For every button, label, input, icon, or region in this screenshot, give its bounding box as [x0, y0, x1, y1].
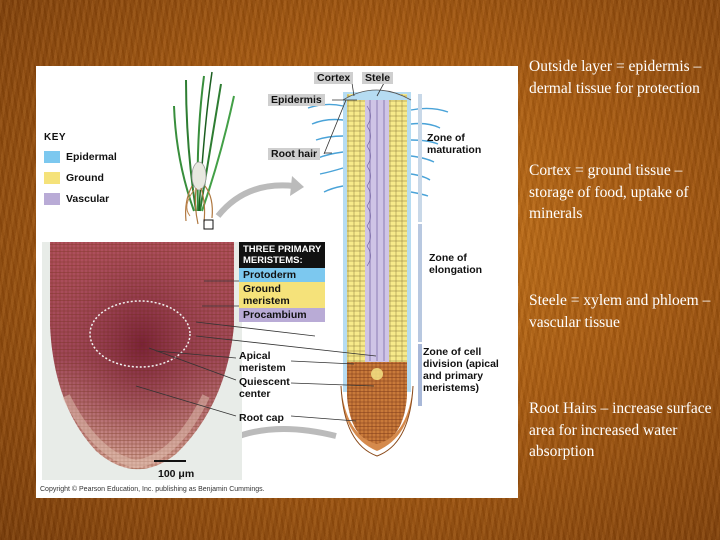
- note-cortex: Cortex = ground tissue – storage of food…: [529, 162, 689, 222]
- root-tip-micrograph: [42, 242, 242, 480]
- key-title: KEY: [44, 132, 67, 143]
- arrow-bottom: [232, 425, 337, 441]
- swatch-vascular: [44, 193, 60, 205]
- key-label-epidermal: Epidermal: [66, 151, 117, 163]
- copyright-text: Copyright © Pearson Education, Inc. publ…: [40, 486, 265, 493]
- root-diagram-figure: Cortex Stele Epidermis Root hair Zone of…: [36, 66, 518, 498]
- label-apical-meristem: Apical meristem: [239, 350, 286, 374]
- key-label-vascular: Vascular: [66, 193, 110, 205]
- label-root-hair: Root hair: [268, 148, 321, 160]
- meristem-ground: Ground meristem: [239, 282, 325, 308]
- key-row-ground: Ground: [44, 171, 104, 185]
- label-quiescent-center: Quiescent center: [239, 376, 290, 400]
- label-epidermis: Epidermis: [268, 94, 325, 106]
- label-stele: Stele: [362, 72, 394, 84]
- root-hairs: [307, 103, 449, 197]
- swatch-epidermal: [44, 151, 60, 163]
- arrow-top: [215, 182, 295, 218]
- note-epidermis: Outside layer = epidermis – dermal tissu…: [529, 58, 702, 97]
- meristem-protoderm: Protoderm: [239, 268, 325, 282]
- primary-meristems-box: THREE PRIMARY MERISTEMS: Protoderm Groun…: [239, 242, 325, 322]
- label-cortex: Cortex: [314, 72, 354, 84]
- key-row-epidermal: Epidermal: [44, 150, 117, 164]
- scale-bar-label: 100 μm: [158, 468, 195, 480]
- label-zone-elongation: Zone of elongation: [429, 252, 483, 276]
- note-stele: Steele = xylem and phloem – vascular tis…: [529, 292, 711, 331]
- swatch-ground: [44, 172, 60, 184]
- meristem-procambium: Procambium: [239, 308, 325, 322]
- label-zone-cell-division: Zone of cell division (apical and primar…: [423, 346, 499, 394]
- note-root-hairs: Root Hairs – increase surface area for i…: [529, 400, 712, 460]
- key-row-vascular: Vascular: [44, 192, 109, 206]
- label-root-cap: Root cap: [239, 412, 284, 424]
- meristems-title: THREE PRIMARY MERISTEMS:: [239, 242, 325, 268]
- root-longitudinal-diagram: [307, 89, 449, 457]
- seedling-illustration: [173, 71, 235, 230]
- key-label-ground: Ground: [66, 172, 104, 184]
- label-zone-maturation: Zone of maturation: [427, 132, 482, 156]
- root-diagram-art: [42, 71, 449, 480]
